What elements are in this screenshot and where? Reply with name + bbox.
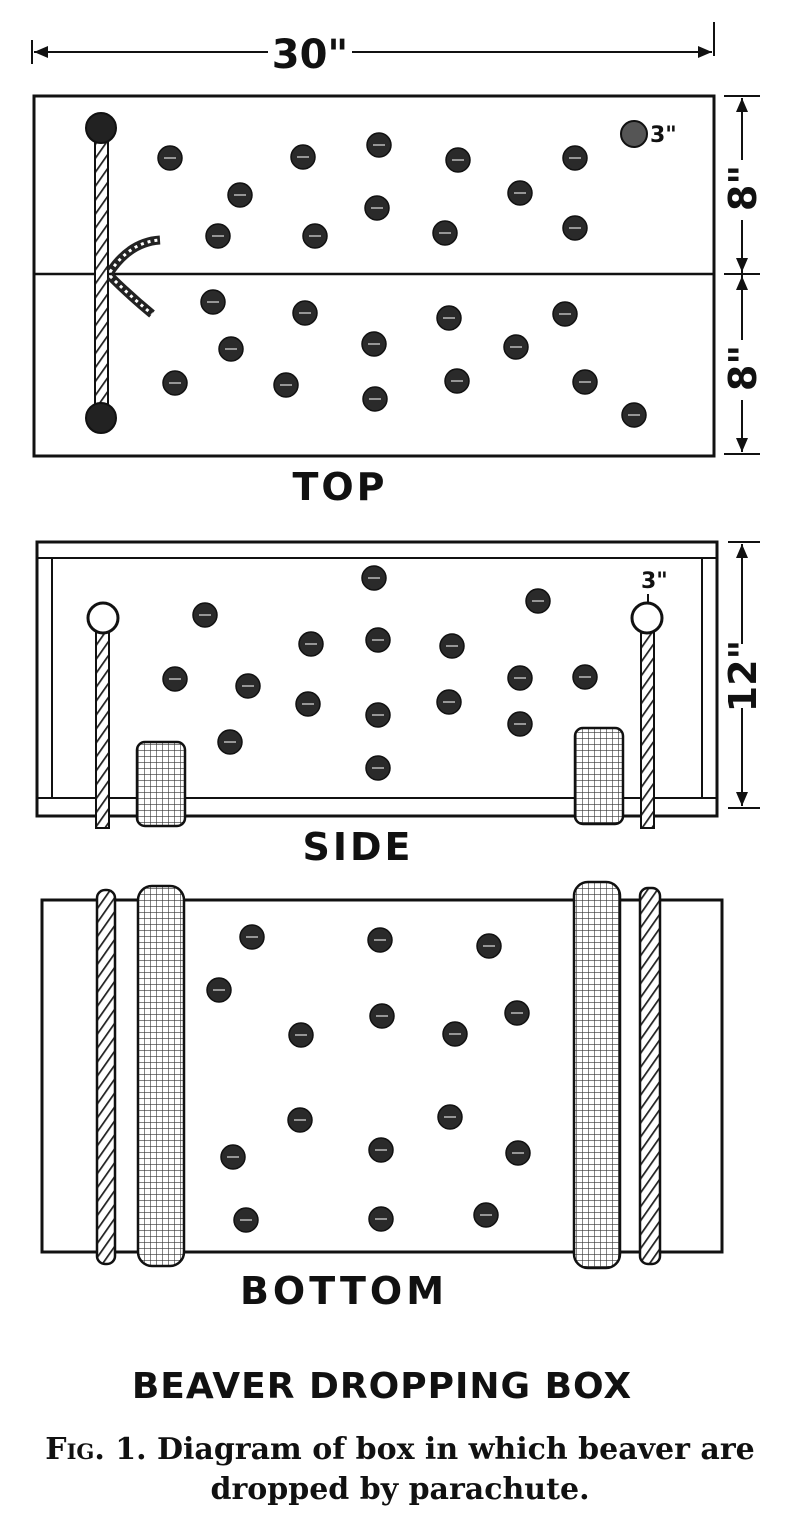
bottom-rope-left	[95, 888, 117, 1266]
bottom-mesh-left	[136, 884, 186, 1268]
bottom-view-label: BOTTOM	[240, 1269, 448, 1313]
diagram-title: BEAVER DROPPING BOX	[132, 1366, 632, 1407]
width-dimension: 30"	[31, 22, 715, 78]
bottom-half-label: 8"	[721, 345, 765, 391]
width-label: 30"	[272, 32, 349, 78]
side-hole-dim-label: 3"	[641, 569, 668, 594]
height-label: 12"	[721, 640, 765, 713]
figure-caption-line1: Diagram of box in which beaver are	[156, 1432, 755, 1467]
top-view: 3" 8" 8"	[32, 94, 765, 458]
top-view-label: TOP	[292, 465, 387, 509]
side-mesh-left	[135, 740, 187, 828]
bottom-holes	[206, 924, 531, 1233]
rope-knot-lower	[85, 402, 117, 434]
side-rope-left	[86, 601, 120, 829]
side-holes	[162, 565, 598, 781]
top-holes	[157, 132, 647, 428]
rope-knot-upper	[85, 112, 117, 144]
figure-caption-prefix: Fig. 1.	[45, 1432, 147, 1467]
top-half-label: 8"	[721, 165, 765, 211]
figure-caption-continued: dropped by parachute.	[0, 1470, 800, 1510]
side-view: 3" 12"	[35, 540, 765, 829]
figure-caption-line2: dropped by parachute.	[210, 1472, 590, 1507]
top-hole-3in	[620, 120, 648, 148]
bottom-mesh-right	[572, 880, 622, 1270]
bottom-view	[40, 880, 724, 1270]
bottom-rope-right	[638, 886, 662, 1266]
side-view-label: SIDE	[302, 825, 413, 869]
figure-caption: Fig. 1. Diagram of box in which beaver a…	[0, 1430, 800, 1470]
top-rope	[85, 112, 161, 434]
side-mesh-right	[573, 726, 625, 826]
side-rope-right	[630, 601, 664, 829]
top-hole-dim-label: 3"	[650, 123, 677, 148]
